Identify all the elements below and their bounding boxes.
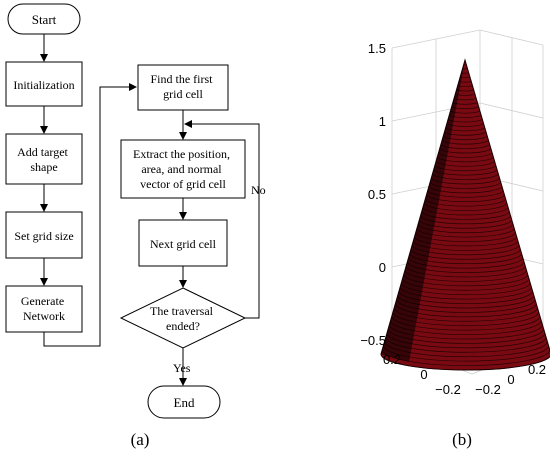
caption-a: (a)	[131, 430, 150, 449]
decision-diamond	[119, 287, 247, 349]
next-cell-box	[138, 219, 228, 267]
extract-label: Extract the position, area, and normal v…	[133, 147, 233, 191]
z-tick-label: −0.5	[360, 333, 386, 348]
cone-surface	[380, 58, 550, 371]
start-label: Start	[32, 12, 57, 27]
grid-size-box	[5, 211, 83, 259]
x-tick-label: 0.2	[383, 352, 401, 367]
find-first-box	[137, 64, 229, 111]
z-tick-label: 1	[379, 114, 386, 129]
grid-size-label: Set grid size	[14, 229, 73, 243]
flowchart: Start Initialization Add target shape Se…	[5, 3, 266, 419]
generate-label: Generate Network	[21, 294, 67, 323]
extract-box	[120, 139, 246, 199]
x-tick-label: −0.2	[435, 382, 461, 397]
cone-plot: 1.5 1 0.5 0 −0.5 0.2 0 −0.2 −0.2 0 0.2	[360, 29, 550, 397]
next-cell-label: Next grid cell	[150, 237, 217, 251]
y-tick-label: 0	[507, 372, 514, 387]
z-tick-label: 0	[379, 260, 386, 275]
cone-shadow	[381, 60, 465, 362]
x-tick-label: 0	[420, 367, 427, 382]
yes-label: Yes	[173, 361, 191, 375]
generate-box	[5, 285, 83, 333]
end-terminal	[147, 385, 221, 419]
y-tick-label: 0.2	[528, 362, 546, 377]
y-tick-label: −0.2	[475, 382, 501, 397]
no-label: No	[251, 183, 266, 197]
target-label: Add target shape	[17, 145, 71, 174]
init-label: Initialization	[13, 78, 74, 92]
caption-b: (b)	[452, 430, 472, 449]
end-label: End	[174, 395, 195, 410]
z-tick-label: 1.5	[368, 41, 386, 56]
cone-mesh-ring	[380, 353, 550, 371]
find-first-label: Find the first grid cell	[151, 72, 216, 101]
decision-label: The traversal ended?	[150, 304, 216, 333]
target-box	[5, 133, 83, 185]
z-tick-label: 0.5	[368, 187, 386, 202]
connector-no-loop	[184, 120, 260, 319]
init-box	[5, 61, 83, 107]
connector-generate-find	[43, 83, 137, 347]
